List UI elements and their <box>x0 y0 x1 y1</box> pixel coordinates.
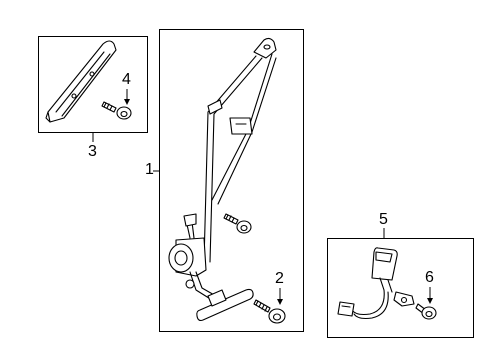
bolt-buckle <box>415 303 437 320</box>
callout-1: 1 <box>145 161 154 178</box>
bolt-lower <box>253 299 286 324</box>
seat-belt-assembly <box>168 37 277 322</box>
bolt-adjuster <box>101 101 132 120</box>
arrow-6 <box>427 287 433 304</box>
buckle-assembly-panel <box>327 238 474 338</box>
height-adjuster-rail <box>45 40 117 123</box>
callout-4: 4 <box>122 71 131 88</box>
buckle-assembly <box>337 247 415 320</box>
callout-3: 3 <box>88 143 97 160</box>
callout-2: 2 <box>275 270 284 287</box>
arrow-2 <box>277 288 283 305</box>
arrow-4 <box>124 89 130 105</box>
seat-belt-assembly-panel <box>159 29 304 332</box>
callout-6: 6 <box>425 269 434 286</box>
callout-5: 5 <box>379 211 388 228</box>
